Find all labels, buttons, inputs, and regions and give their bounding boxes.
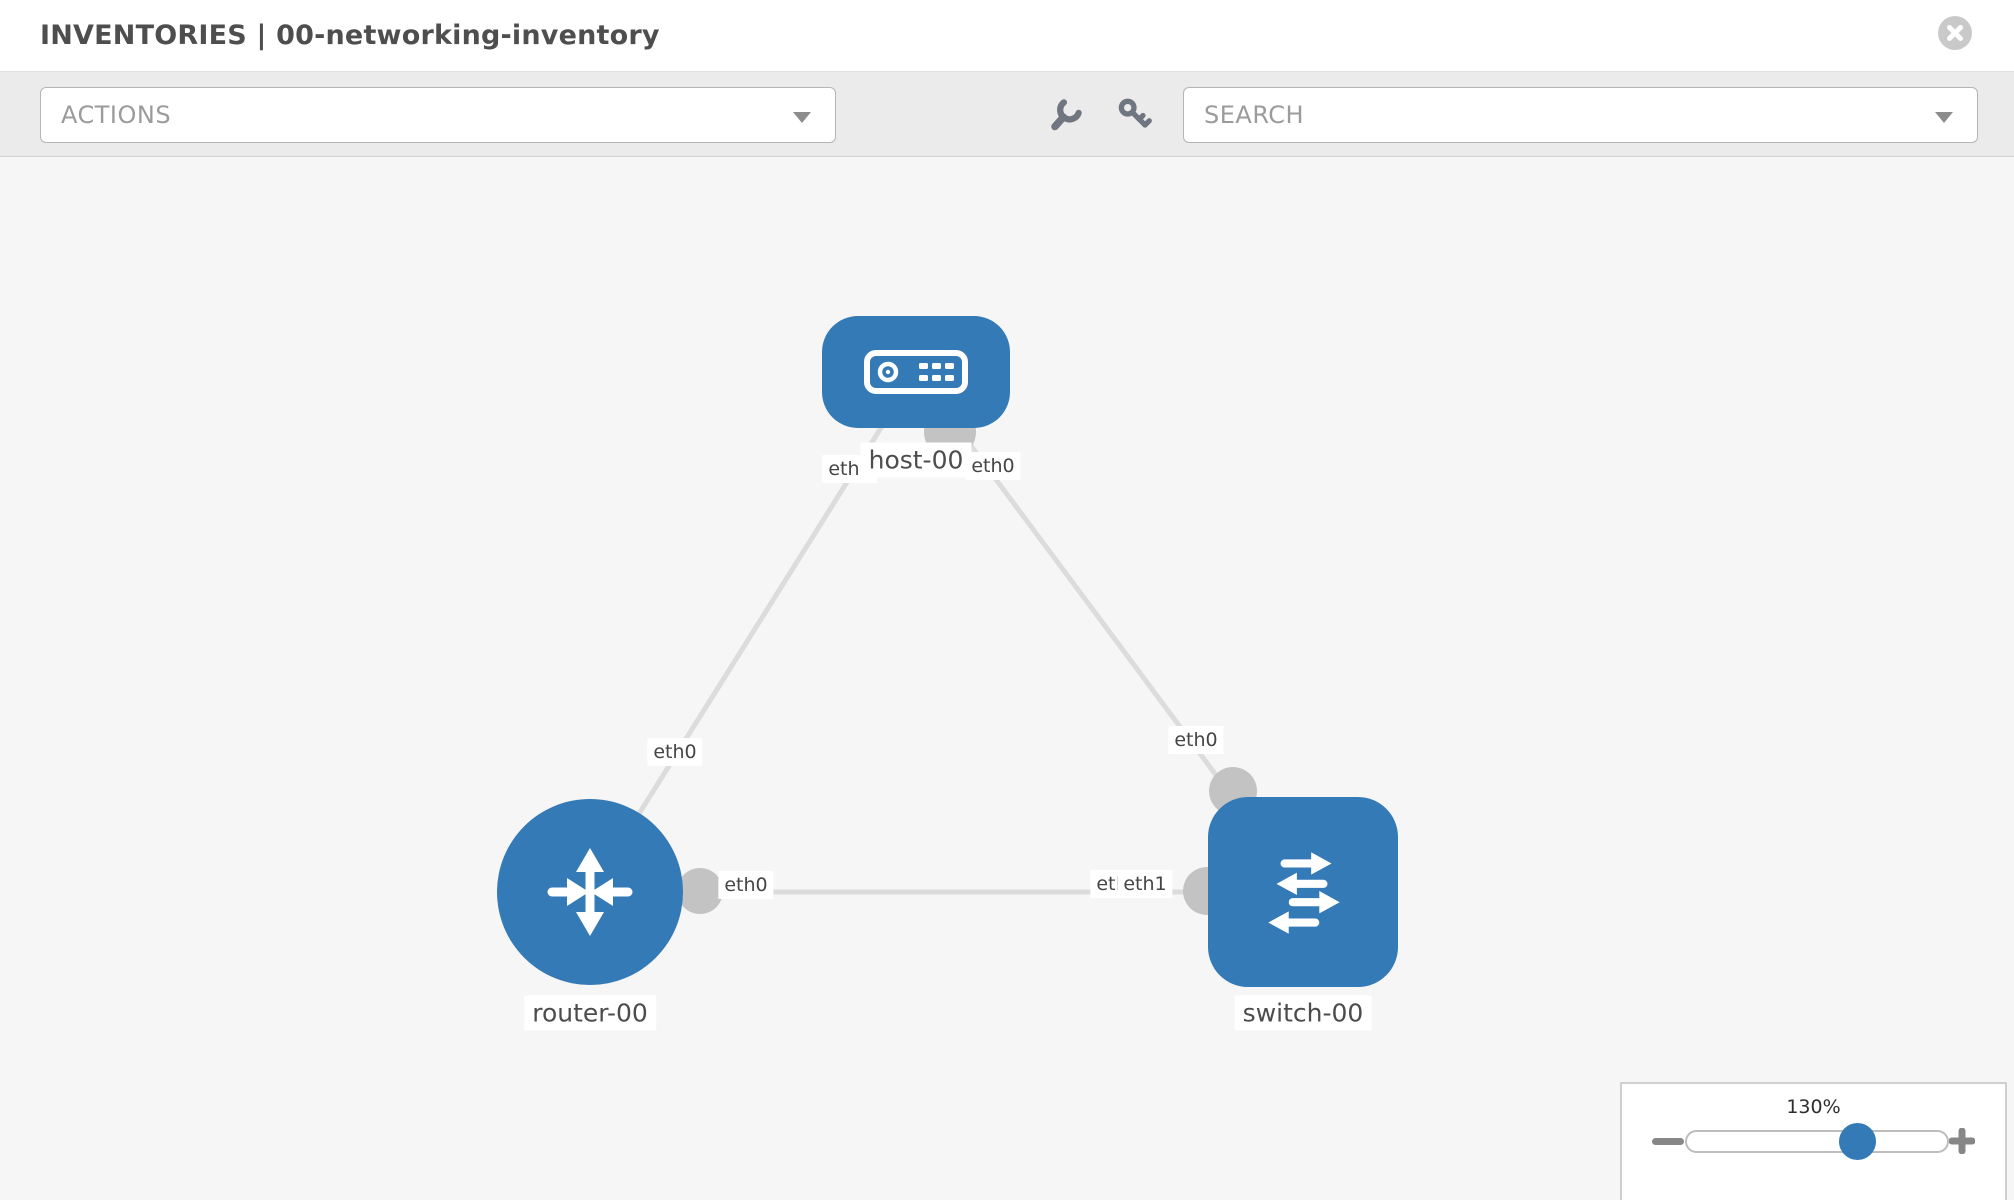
zoom-level-value: 130% bbox=[1786, 1096, 1841, 1118]
interface-connector-router-eth0 bbox=[677, 868, 723, 914]
node-label-switch: switch-00 bbox=[1234, 995, 1372, 1031]
port-label-router-eth0: eth0 bbox=[718, 871, 774, 899]
switch-icon bbox=[1268, 852, 1340, 934]
actions-dropdown-label: ACTIONS bbox=[61, 101, 172, 129]
node-label-host: host-00 bbox=[860, 442, 972, 478]
port-label-switch-eth0-uplink: eth0 bbox=[1168, 726, 1224, 754]
topology-canvas[interactable]: host-00 router-00 switch-00 eth0 eth0 et… bbox=[0, 157, 2014, 1200]
node-host-00[interactable] bbox=[822, 316, 1010, 428]
router-icon bbox=[547, 848, 633, 936]
zoom-out-button[interactable] bbox=[1652, 1137, 1684, 1145]
toolbar: ACTIONS SEARCH bbox=[0, 72, 2014, 157]
close-icon bbox=[1947, 25, 1963, 41]
node-router-00[interactable] bbox=[497, 799, 683, 985]
host-icon bbox=[864, 350, 968, 394]
plus-icon bbox=[1949, 1128, 1975, 1154]
actions-dropdown[interactable]: ACTIONS bbox=[40, 87, 836, 143]
chevron-down-icon bbox=[793, 112, 811, 123]
wrench-icon bbox=[1051, 99, 1082, 131]
search-dropdown-label: SEARCH bbox=[1204, 101, 1305, 129]
port-label-router-eth0-uplink: eth0 bbox=[647, 738, 703, 766]
search-dropdown[interactable]: SEARCH bbox=[1183, 87, 1978, 143]
port-label-switch-eth1: eth1 bbox=[1117, 870, 1173, 898]
tools-button[interactable] bbox=[1042, 91, 1090, 139]
node-label-router: router-00 bbox=[524, 995, 656, 1031]
port-label-host-eth0-right: eth0 bbox=[965, 452, 1021, 480]
page-title: INVENTORIES | 00-networking-inventory bbox=[40, 20, 660, 51]
key-button[interactable] bbox=[1110, 91, 1158, 139]
chevron-down-icon bbox=[1935, 112, 1953, 123]
topology-links bbox=[587, 370, 1306, 915]
header: INVENTORIES | 00-networking-inventory bbox=[0, 0, 2014, 72]
close-button[interactable] bbox=[1938, 16, 1972, 50]
zoom-panel: 130% bbox=[1620, 1082, 2007, 1200]
zoom-slider-track[interactable] bbox=[1684, 1122, 1949, 1160]
key-icon bbox=[1118, 98, 1152, 128]
zoom-in-button[interactable] bbox=[1949, 1128, 1975, 1154]
node-switch-00[interactable] bbox=[1208, 797, 1398, 987]
zoom-slider-thumb[interactable] bbox=[1838, 1122, 1876, 1160]
